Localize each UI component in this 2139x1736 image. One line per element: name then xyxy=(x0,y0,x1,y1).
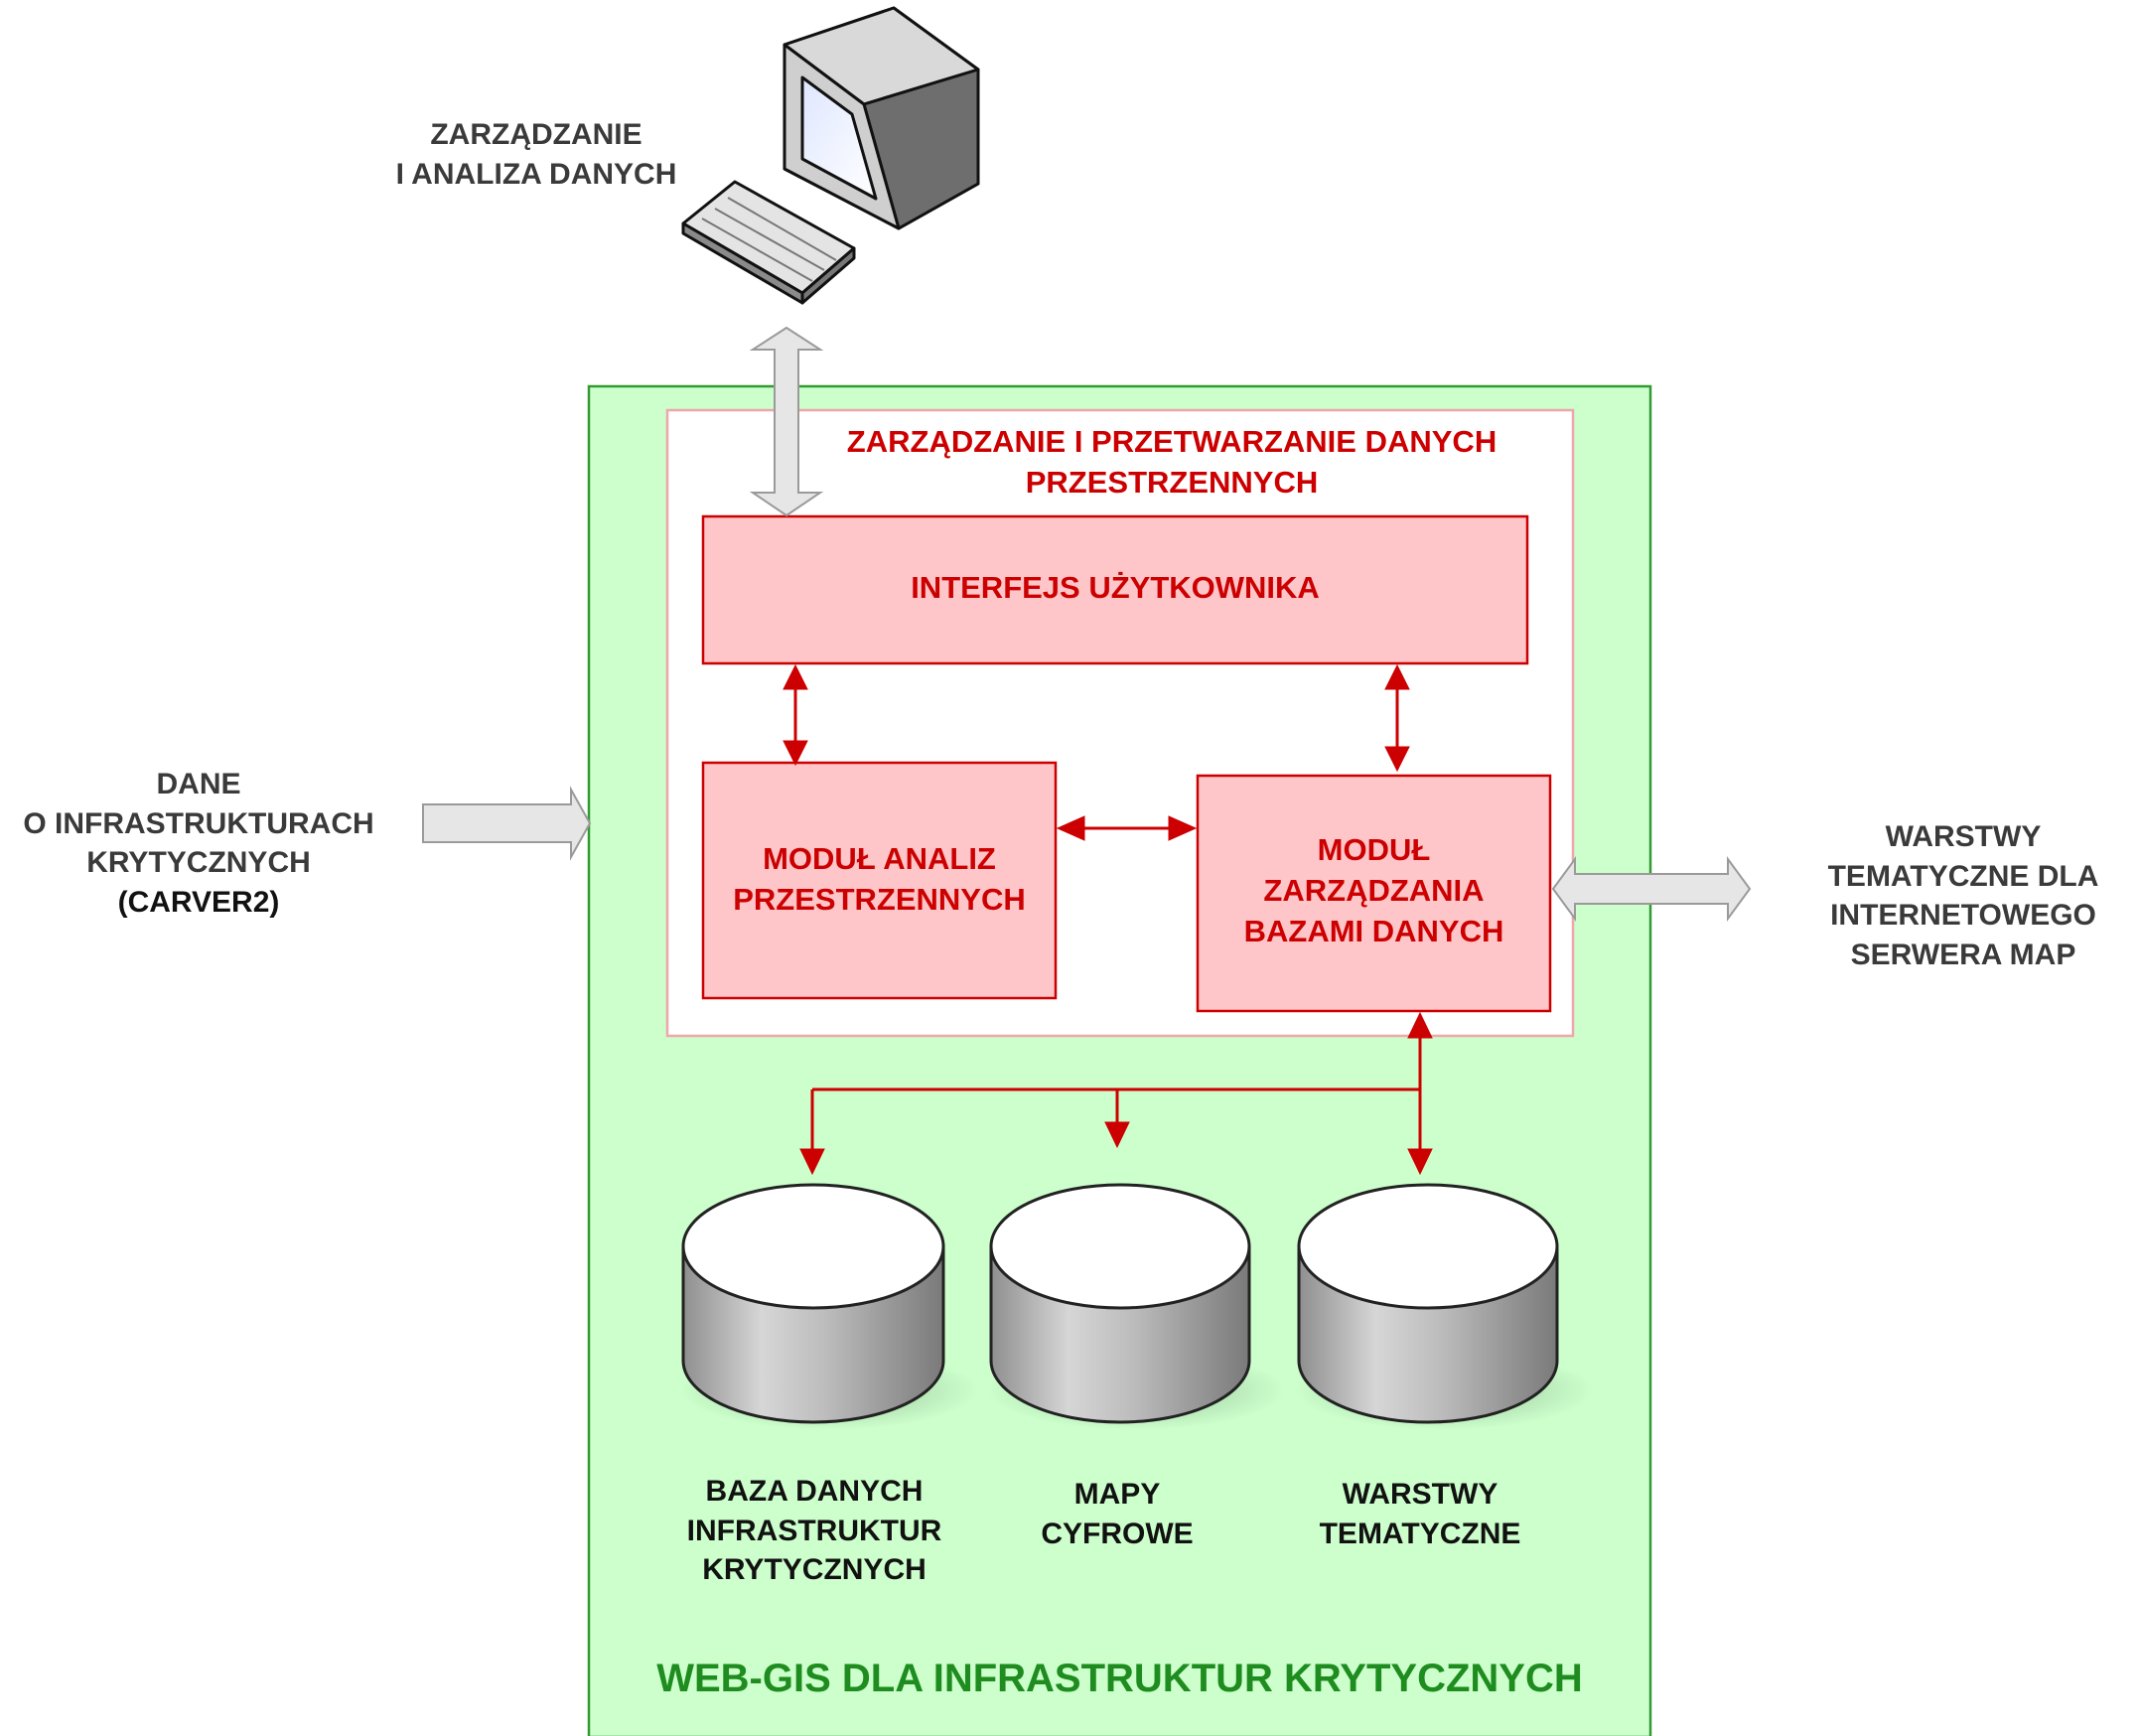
database-cylinder-icon xyxy=(680,1183,978,1430)
database-cylinder-icon xyxy=(987,1183,1285,1430)
database-cylinder-icon xyxy=(1295,1183,1593,1430)
processing-title: ZARZĄDZANIE I PRZETWARZANIE DANYCH PRZES… xyxy=(846,424,1497,500)
database-management-module xyxy=(1196,774,1552,1013)
input-data-arrow xyxy=(422,786,592,861)
database-distribution-lines xyxy=(799,1011,1433,1176)
output-layers-arrow xyxy=(1551,855,1752,923)
web-gis-title: WEB-GIS DLA INFRASTRUKTUR KRYTYCZNYCH xyxy=(656,1657,1583,1700)
analysis-database-arrow xyxy=(1056,815,1198,841)
output-layers-label: WARSTWY TEMATYCZNE DLA INTERNETOWEGO SER… xyxy=(1827,820,2099,971)
computer-label: ZARZĄDZANIE I ANALIZA DANYCH xyxy=(395,118,677,191)
input-data-label: DANE O INFRASTRUKTURACH KRYTYCZNYCH (CAR… xyxy=(23,768,374,919)
ui-analysis-arrow xyxy=(783,663,808,767)
thematic-layers-db-label: WARSTWY TEMATYCZNE xyxy=(1319,1478,1521,1550)
user-interface-label: INTERFEJS UŻYTKOWNIKA xyxy=(911,570,1320,605)
user-interface-module xyxy=(701,514,1529,665)
critical-infrastructure-db-label: BAZA DANYCH INFRASTRUKTUR KRYTYCZNYCH xyxy=(686,1475,942,1587)
spatial-analysis-label: MODUŁ ANALIZ PRZESTRZENNYCH xyxy=(733,841,1026,917)
spatial-analysis-module xyxy=(701,761,1058,1000)
computer-ui-arrow xyxy=(749,326,824,517)
desktop-computer-icon xyxy=(681,6,980,305)
digital-maps-db-label: MAPY CYFROWE xyxy=(1041,1478,1194,1550)
ui-database-arrow xyxy=(1384,663,1410,773)
database-management-label: MODUŁ ZARZĄDZANIA BAZAMI DANYCH xyxy=(1243,832,1504,948)
